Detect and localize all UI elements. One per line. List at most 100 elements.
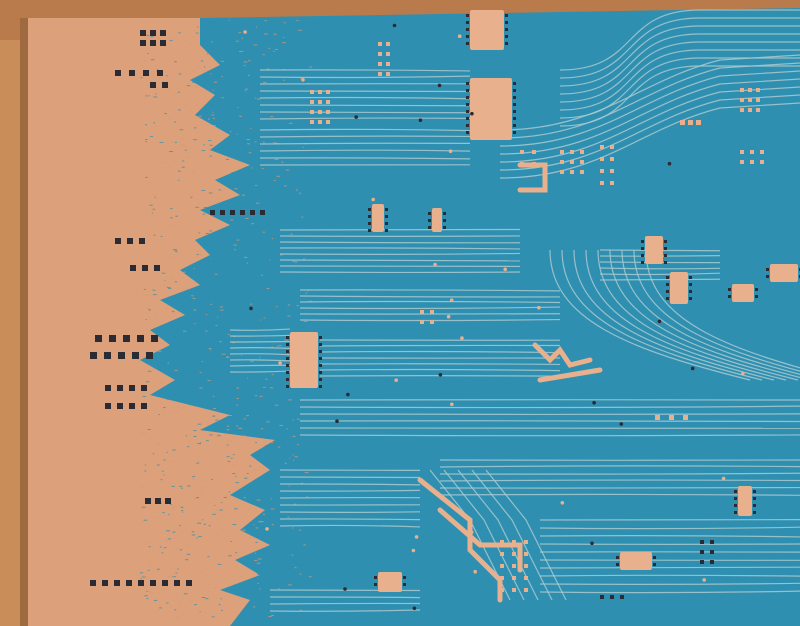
chip-pin: [513, 103, 516, 106]
speckle-dot: [153, 234, 156, 236]
solder-pad: [610, 145, 614, 149]
speckle-dot: [178, 73, 182, 75]
speckle-dot: [290, 233, 293, 235]
speckle-dot: [168, 118, 173, 120]
trace-line: [269, 602, 421, 605]
via-dot: [278, 361, 282, 365]
speckle-dot: [231, 172, 235, 174]
speckle-dot: [217, 199, 222, 201]
speckle-dot: [255, 273, 260, 275]
chip-pin: [505, 21, 508, 24]
speckle-dot: [170, 374, 174, 375]
chip-pin: [513, 131, 516, 134]
chip-pin: [466, 28, 469, 31]
speckle-dot: [266, 288, 270, 289]
speckle-dot: [184, 149, 187, 151]
speckle-dot: [296, 317, 300, 319]
chip-pin: [319, 364, 322, 367]
speckle-dot: [196, 609, 199, 611]
speckle-dot: [158, 414, 160, 415]
trace-line: [299, 420, 800, 423]
trace-line: [259, 69, 471, 72]
speckle-dot: [186, 544, 190, 546]
speckle-dot: [297, 418, 300, 420]
speckle-dot: [247, 74, 250, 76]
speckle-dot: [208, 118, 210, 120]
speckle-dot: [181, 414, 183, 416]
speckle-dot: [263, 386, 266, 388]
solder-pad: [150, 580, 156, 586]
speckle-dot: [244, 435, 245, 437]
solder-pad: [560, 150, 564, 154]
speckle-dot: [226, 240, 228, 241]
speckle-dot: [217, 563, 222, 565]
speckle-dot: [202, 213, 206, 215]
chip-pin: [734, 490, 737, 493]
speckle-dot: [245, 403, 248, 405]
speckle-dot: [232, 454, 235, 456]
speckle-dot: [294, 243, 298, 245]
circuit-chips: [286, 10, 800, 592]
speckle-dot: [236, 239, 240, 241]
speckle-dot: [286, 348, 290, 350]
speckle-dot: [224, 347, 227, 349]
trace-diagonal: [457, 469, 539, 601]
chip-pin: [734, 511, 737, 514]
speckle-dot: [169, 605, 172, 607]
speckle-dot: [185, 559, 189, 561]
speckle-dot: [145, 124, 148, 126]
chip-pin: [466, 42, 469, 45]
speckle-dot: [307, 298, 310, 300]
speckle-dot: [190, 376, 194, 378]
speckle-dot: [292, 454, 294, 456]
speckle-dot: [184, 272, 188, 274]
speckle-dot: [263, 33, 268, 35]
speckle-dot: [299, 494, 301, 496]
speckle-dot: [232, 464, 235, 466]
speckle-dot: [161, 470, 164, 472]
solder-pad: [512, 552, 516, 556]
speckle-dot: [252, 606, 256, 608]
speckle-dot: [304, 132, 308, 134]
speckle-dot: [177, 617, 181, 619]
speckle-dot: [207, 502, 211, 504]
speckle-dot: [286, 103, 289, 105]
speckle-dot: [203, 243, 208, 245]
speckle-dot: [213, 408, 216, 409]
trace-line: [439, 493, 800, 496]
speckle-dot: [296, 20, 299, 21]
speckle-dot: [254, 552, 257, 554]
speckle-dot: [167, 362, 170, 364]
solder-pad: [129, 385, 135, 391]
trace-line: [299, 289, 561, 292]
speckle-dot: [220, 515, 225, 517]
speckle-dot: [241, 354, 242, 356]
speckle-dot: [182, 614, 187, 616]
speckle-dot: [180, 506, 184, 508]
speckle-dot: [230, 541, 232, 542]
speckle-dot: [157, 571, 159, 572]
speckle-dot: [208, 192, 213, 194]
speckle-dot: [144, 60, 147, 62]
speckle-dot: [148, 465, 150, 467]
speckle-dot: [296, 96, 299, 98]
speckle-dot: [231, 585, 236, 587]
speckle-dot: [218, 241, 221, 243]
solder-pad: [130, 265, 136, 271]
speckle-dot: [179, 88, 182, 90]
speckle-dot: [279, 464, 283, 466]
speckle-dot: [228, 20, 230, 22]
speckle-dot: [295, 189, 298, 191]
solder-pad: [570, 170, 574, 174]
speckle-dot: [301, 598, 304, 600]
chip-pin: [641, 254, 644, 257]
solder-pad: [748, 88, 752, 92]
trace-diagonal: [485, 469, 567, 601]
speckle-dot: [217, 435, 221, 437]
via-dot: [721, 476, 726, 481]
speckle-dot: [277, 345, 279, 347]
speckle-dot: [168, 460, 173, 462]
chip-pin: [664, 247, 667, 250]
speckle-dot: [216, 316, 218, 318]
speckle-dot: [175, 572, 178, 574]
